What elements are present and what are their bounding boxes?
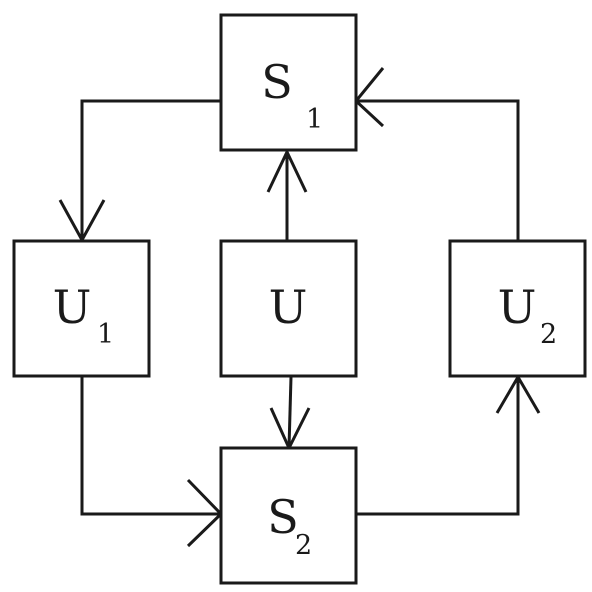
svg-text:U: U	[498, 280, 537, 334]
node-s2-subscript: 2	[295, 530, 312, 561]
edge-u1-to-s2	[80, 377, 224, 548]
node-u1-label: U	[53, 280, 92, 334]
svg-text:1: 1	[97, 319, 114, 350]
node-s1: S 1	[219, 13, 358, 152]
svg-text:U: U	[269, 280, 308, 334]
edge-u-to-s2	[269, 376, 311, 452]
svg-text:2: 2	[295, 530, 312, 561]
node-s1-label: S	[261, 55, 293, 109]
edge-s2-to-u2	[356, 374, 541, 516]
svg-text:S: S	[267, 490, 299, 544]
svg-text:U: U	[53, 280, 92, 334]
node-s1-subscript: 1	[306, 104, 323, 135]
node-u: U	[219, 239, 358, 378]
node-u-label: U	[269, 280, 308, 334]
node-s2-label: S	[267, 490, 299, 544]
svg-text:S: S	[261, 55, 293, 109]
edge-u2-to-s1	[353, 67, 520, 240]
node-u2: U 2	[448, 239, 587, 378]
svg-text:2: 2	[540, 319, 557, 350]
node-u2-subscript: 2	[540, 319, 557, 350]
svg-text:1: 1	[306, 104, 323, 135]
node-s2: S 2	[219, 446, 358, 585]
edge-s1-to-u1	[58, 99, 222, 244]
node-u1-subscript: 1	[97, 319, 114, 350]
node-u2-label: U	[498, 280, 537, 334]
node-u1: U 1	[12, 239, 151, 378]
edge-u-to-s1	[266, 148, 308, 240]
